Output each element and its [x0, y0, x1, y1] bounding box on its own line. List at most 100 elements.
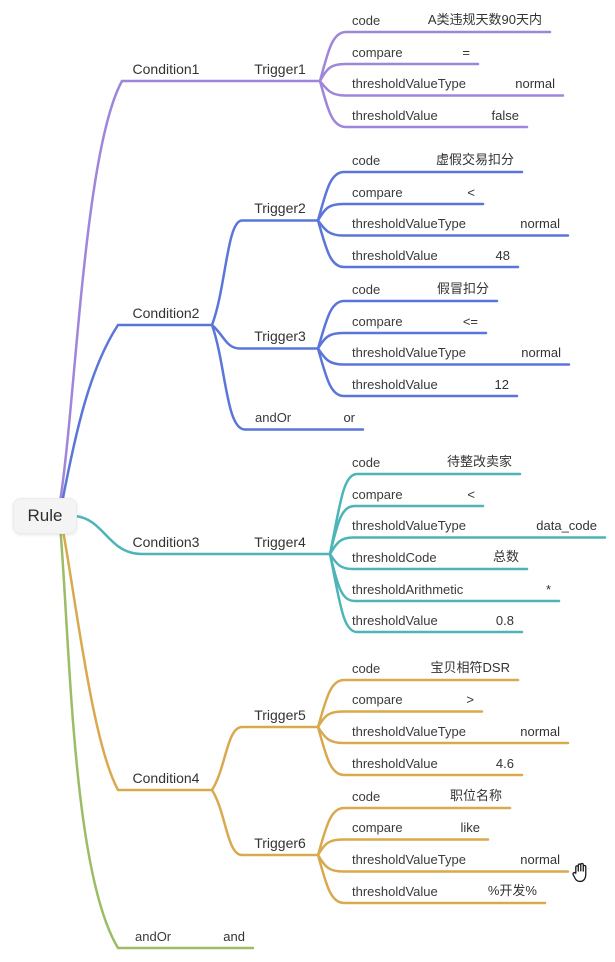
leaf-connector	[318, 79, 529, 129]
field-row[interactable]: code 宝贝相符DSR	[345, 659, 518, 680]
trigger-node[interactable]: Trigger1	[254, 61, 306, 77]
field-key: thresholdValue	[352, 884, 438, 899]
field-value: normal	[520, 724, 560, 739]
field-row[interactable]: thresholdArithmetic *	[345, 580, 559, 601]
field-row[interactable]: compare like	[345, 818, 488, 839]
leaf-connector	[316, 710, 484, 729]
field-value: and	[223, 929, 245, 944]
field-row[interactable]: thresholdValue 48	[345, 246, 518, 267]
leaf-connector	[316, 678, 520, 729]
leaf-connector	[328, 536, 607, 556]
field-row[interactable]: compare =	[345, 43, 478, 64]
field-key: code	[352, 661, 381, 676]
andor-row[interactable]: andOr and	[120, 927, 253, 948]
field-row[interactable]: compare <	[345, 485, 483, 506]
leaf-connector	[318, 62, 480, 83]
root-andor-branch	[58, 523, 255, 950]
leaf-connector	[316, 170, 524, 222]
field-key: thresholdValue	[352, 108, 438, 123]
trigger-node[interactable]: Trigger6	[254, 835, 306, 851]
andor-row[interactable]: andOr or	[240, 408, 363, 429]
trigger-node[interactable]: Trigger4	[254, 534, 306, 550]
field-value: =	[462, 45, 470, 60]
field-value: 宝贝相符DSR	[430, 660, 510, 675]
field-row[interactable]: code A类违规天数90天内	[345, 11, 550, 32]
field-row[interactable]: thresholdValue 0.8	[345, 611, 522, 632]
field-value: normal	[515, 76, 555, 91]
branch-rule-to-condition2	[60, 323, 214, 505]
condition-node[interactable]: Condition1	[132, 61, 200, 77]
field-key: code	[352, 13, 381, 28]
field-row[interactable]: code 假冒扣分	[345, 280, 497, 301]
field-value: >	[466, 692, 474, 707]
field-value: <	[467, 487, 475, 502]
field-value: normal	[520, 216, 560, 231]
field-row[interactable]: compare <=	[345, 312, 486, 333]
field-row[interactable]: thresholdValue %开发%	[345, 882, 545, 903]
branch-rule-to-trigger1	[58, 79, 322, 504]
branch-rule-to-trigger4	[73, 514, 332, 556]
leaf-connector	[316, 299, 499, 350]
branch-condition2-to-trigger3	[210, 323, 320, 350]
field-value: normal	[520, 852, 560, 867]
field-row[interactable]: thresholdValueType data_code	[345, 516, 605, 537]
field-key: code	[352, 153, 381, 168]
condition-node[interactable]: Condition4	[132, 770, 200, 786]
branch-condition4-to-trigger5	[210, 725, 320, 792]
field-row[interactable]: thresholdValueType normal	[345, 74, 563, 95]
field-key: thresholdCode	[352, 550, 437, 565]
field-value: <=	[462, 314, 478, 329]
field-value: like	[460, 820, 480, 835]
branch-condition2-to-andor	[210, 323, 365, 431]
field-key: compare	[352, 820, 403, 835]
field-row[interactable]: thresholdValue 4.6	[345, 754, 522, 775]
field-value: false	[491, 108, 519, 123]
field-value: 0.8	[495, 613, 514, 628]
field-key: thresholdArithmetic	[352, 582, 464, 597]
field-row[interactable]: thresholdValue false	[345, 106, 527, 127]
field-key: thresholdValue	[352, 756, 438, 771]
leaf-connector	[316, 202, 485, 222]
condition1-branch	[58, 30, 565, 504]
field-value: normal	[521, 345, 561, 360]
leaf-connector	[316, 806, 512, 857]
field-row[interactable]: compare >	[345, 690, 482, 711]
rule-root-node[interactable]: Rule	[13, 498, 77, 534]
field-row[interactable]: thresholdValueType normal	[345, 343, 569, 364]
trigger-node[interactable]: Trigger3	[254, 328, 306, 344]
leaf-connector	[316, 725, 524, 777]
branch-condition4-to-trigger6	[210, 788, 320, 857]
field-row[interactable]: thresholdCode 总数	[345, 548, 527, 569]
field-row[interactable]: thresholdValue 12	[345, 375, 517, 396]
field-key: thresholdValueType	[352, 518, 466, 533]
condition2-branch	[60, 170, 571, 505]
field-row[interactable]: code 职位名称	[345, 787, 510, 808]
field-value: 待整改卖家	[446, 454, 512, 469]
field-key: compare	[352, 314, 403, 329]
field-row[interactable]: compare <	[345, 183, 483, 204]
field-key: compare	[352, 487, 403, 502]
field-key: thresholdValueType	[352, 345, 466, 360]
field-row[interactable]: thresholdValueType normal	[345, 214, 568, 235]
field-row[interactable]: thresholdValueType normal	[345, 722, 568, 743]
condition-node[interactable]: Condition2	[132, 305, 200, 321]
field-row[interactable]: code 虚假交易扣分	[345, 151, 522, 172]
condition-node[interactable]: Condition3	[132, 534, 200, 550]
trigger-node[interactable]: Trigger5	[254, 707, 306, 723]
condition3-branch	[73, 472, 607, 634]
branch-rule-to-condition4	[60, 523, 214, 792]
field-row[interactable]: code 待整改卖家	[345, 453, 520, 474]
field-value: %开发%	[487, 883, 537, 898]
field-key: thresholdValue	[352, 377, 438, 392]
leaf-connector	[316, 347, 519, 398]
field-value: 假冒扣分	[436, 281, 489, 296]
field-key: thresholdValueType	[352, 216, 466, 231]
leaf-connector	[318, 30, 552, 83]
trigger-node[interactable]: Trigger2	[254, 200, 306, 216]
field-value: A类违规天数90天内	[427, 12, 542, 27]
field-value: data_code	[536, 518, 597, 533]
field-row[interactable]: thresholdValueType normal	[345, 850, 568, 871]
leaf-connector	[316, 853, 547, 905]
